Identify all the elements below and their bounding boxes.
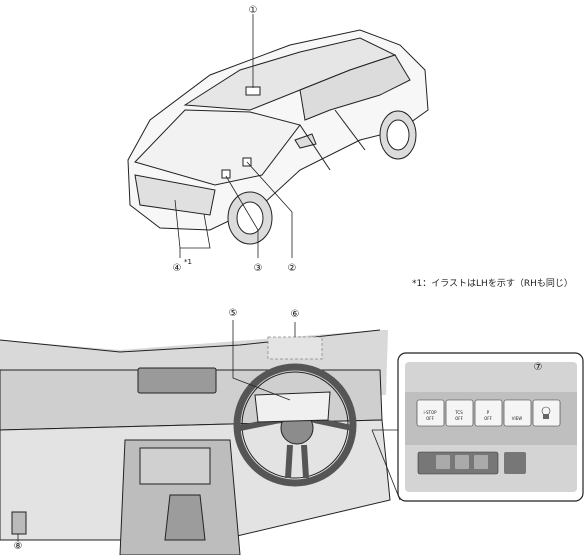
lower-switch-a	[436, 455, 450, 469]
switch-button-view: VIEW	[503, 399, 532, 427]
switch-button-7	[532, 399, 561, 427]
callout-3-label: ③	[254, 263, 263, 274]
callout-5-label: ⑤	[229, 308, 238, 319]
parking-off-label: OFF	[484, 416, 492, 421]
callout-5: ⑤	[229, 308, 238, 319]
switch-button-parking: P OFF	[474, 399, 503, 427]
footnote: *1：イラストはLHを示す（RHも同じ）	[412, 279, 573, 289]
leader-lines-top	[174, 14, 293, 258]
callout-1-label: ①	[249, 5, 258, 16]
callout-4: ④ *1	[173, 258, 192, 274]
parking-label: P	[487, 410, 490, 415]
callout-6: ⑥	[291, 309, 300, 320]
callout-8-label: ⑧	[14, 541, 23, 552]
car-exterior-illustration	[127, 29, 429, 245]
callout-2-label: ②	[288, 263, 297, 274]
lock-body-icon	[543, 414, 549, 419]
switch-button-tcs: TCS OFF	[445, 399, 474, 427]
view-label: VIEW	[512, 416, 522, 421]
footnote-marker: *1	[184, 258, 192, 266]
switch-button-istop: i-STOP OFF	[416, 399, 445, 427]
callout-8: ⑧	[14, 541, 23, 552]
switch-row: i-STOP OFF TCS OFF P OFF VIEW	[416, 399, 561, 427]
istop-label: i-STOP	[423, 410, 437, 415]
switch-panel-inset: i-STOP OFF TCS OFF P OFF VIEW	[397, 352, 584, 502]
tcs-off-label: OFF	[455, 416, 463, 421]
callout-4-label: ④	[173, 263, 182, 274]
istop-off-label: OFF	[426, 416, 434, 421]
callout-6-label: ⑥	[291, 309, 300, 320]
callout-7: ⑦	[534, 362, 543, 373]
callout-3: ③	[254, 263, 263, 274]
lower-switch-c	[474, 455, 488, 469]
dashboard-illustration	[0, 329, 391, 555]
lower-switch-b	[455, 455, 469, 469]
lower-switch-d	[504, 452, 526, 474]
callout-1: ①	[249, 5, 258, 16]
tcs-label: TCS	[454, 410, 463, 415]
callout-7-label: ⑦	[534, 362, 543, 373]
callout-2: ②	[288, 263, 297, 274]
hud-area	[267, 336, 323, 360]
